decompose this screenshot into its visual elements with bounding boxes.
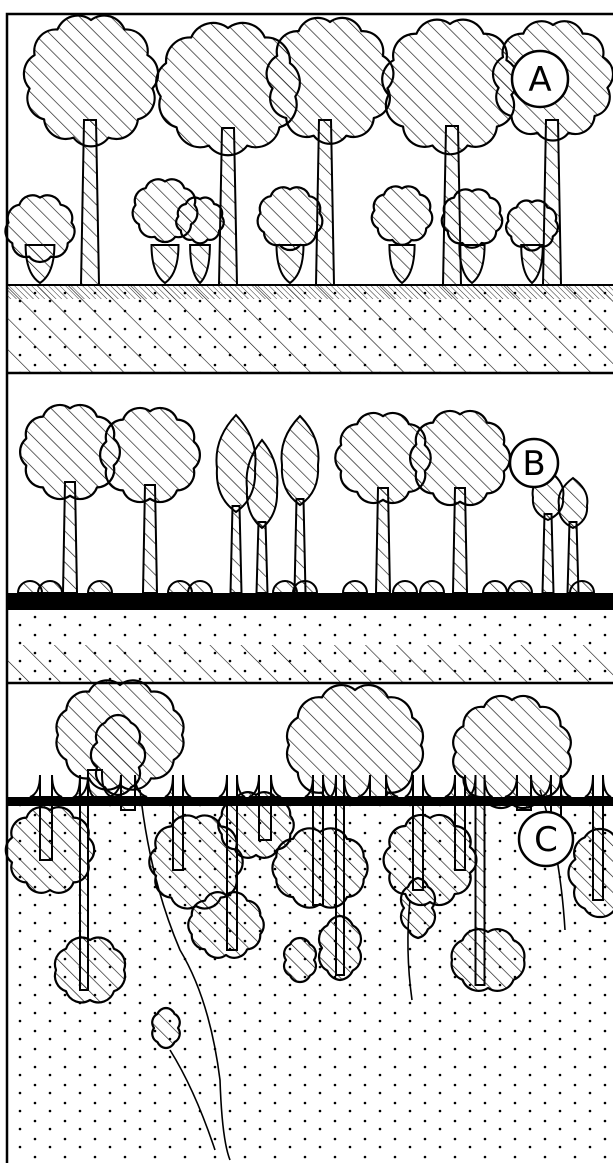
panel-b-clay-dots	[7, 645, 613, 683]
columnar-crown	[281, 416, 318, 505]
understory-shrub-crown	[5, 195, 74, 262]
understory-shrub-crown	[372, 186, 432, 244]
panel-c-label: C	[534, 820, 558, 860]
understory-shrub-crown	[506, 201, 558, 251]
understory-shrub-crown	[442, 189, 502, 247]
tree-crown	[100, 408, 200, 502]
seedling-mound	[483, 581, 507, 593]
seedling-mound	[88, 581, 112, 593]
tree-trunk	[543, 120, 561, 285]
understory-shrub-base	[152, 245, 179, 283]
panel-c: C	[6, 680, 613, 1163]
canopy-crown	[287, 685, 423, 805]
tree-trunk	[257, 522, 268, 593]
canopy-crown	[453, 696, 571, 808]
understory-shrub-crown	[258, 187, 323, 250]
panel-c-organic-layer	[7, 797, 613, 806]
panel-a-label: A	[528, 60, 551, 100]
seedling-mound	[420, 581, 444, 593]
panel-a-trees	[5, 16, 613, 285]
panel-a-litter-layer	[7, 285, 613, 299]
tree-crown	[24, 16, 158, 147]
panel-b-trees	[18, 405, 594, 593]
panel-a: A	[5, 16, 613, 373]
seedling-mound	[393, 581, 417, 593]
panel-c-sand-layer	[7, 806, 613, 1163]
tree-trunk	[543, 514, 554, 593]
tree-trunk	[295, 499, 306, 593]
seedling-mound	[188, 581, 212, 593]
understory-shrub-base	[190, 245, 210, 283]
panel-b: B	[7, 405, 613, 683]
understory-shrub-crown	[176, 198, 224, 244]
seedling-mound	[508, 581, 532, 593]
panel-b-label: B	[522, 444, 545, 484]
panel-b-organic-layer	[7, 593, 613, 610]
understory-shrub-base	[459, 245, 484, 283]
tree-crown	[410, 411, 510, 505]
seedling-mound	[38, 581, 62, 593]
panel-b-sand-layer	[7, 610, 613, 645]
tree-trunk	[376, 488, 390, 593]
understory-shrub-base	[389, 245, 414, 283]
tree-trunk	[231, 506, 242, 593]
seedling-mound	[343, 581, 367, 593]
subcanopy-crown	[91, 715, 145, 795]
